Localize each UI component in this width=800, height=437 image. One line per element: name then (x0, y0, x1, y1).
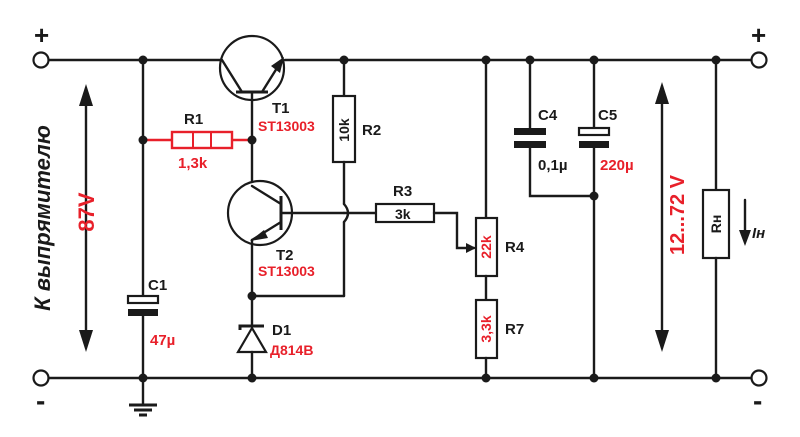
load-current-arrow (739, 198, 751, 246)
resistor-r3 (342, 202, 476, 253)
t1-value: ST13003 (258, 118, 315, 134)
output-voltage-arrow (655, 82, 669, 352)
output-plus-sign: + (751, 20, 766, 50)
transistor-t2 (226, 179, 346, 298)
input-voltage-value: 87V (74, 192, 99, 231)
resistor-r2 (250, 58, 357, 298)
r3-ref: R3 (393, 183, 412, 200)
input-plus-terminal (32, 51, 50, 69)
t1-ref: T1 (272, 100, 290, 117)
junction-dots (138, 55, 721, 383)
input-label: К выпрямителю (30, 125, 55, 311)
d1-value: Д814В (270, 342, 313, 358)
input-plus-sign: + (34, 20, 49, 50)
load-current-label: Iн (752, 225, 765, 242)
output-plus-terminal (750, 51, 768, 69)
r7-ref: R7 (505, 321, 524, 338)
input-minus-terminal (32, 369, 50, 387)
output-minus-sign: - (753, 385, 762, 416)
r7-value: 3,3k (478, 315, 494, 342)
r3-value: 3k (395, 206, 411, 222)
resistor-r1 (143, 130, 252, 150)
c4-ref: C4 (538, 107, 558, 124)
c5-value: 220µ (600, 157, 634, 174)
resistor-r7 (474, 274, 499, 380)
r1-ref: R1 (184, 111, 203, 128)
r2-value: 10k (336, 118, 352, 142)
input-voltage-arrow (79, 84, 93, 352)
c4-value: 0,1µ (538, 157, 568, 174)
d1-ref: D1 (272, 322, 291, 339)
input-minus-sign: - (36, 385, 45, 416)
c5-ref: C5 (598, 107, 617, 124)
output-voltage-value: 12...72 V (667, 174, 689, 255)
r2-ref: R2 (362, 122, 381, 139)
capacitor-c4 (514, 58, 596, 198)
output-minus-terminal (750, 369, 768, 387)
c1-value: 47µ (150, 332, 175, 349)
c1-ref: C1 (148, 277, 167, 294)
r1-value: 1,3k (178, 155, 208, 172)
t2-ref: T2 (276, 247, 294, 264)
capacitor-c5 (577, 58, 611, 380)
zener-diode-d1 (236, 294, 268, 380)
load-label: Rн (708, 215, 724, 234)
r4-value: 22k (478, 235, 494, 259)
load-resistor (701, 58, 731, 380)
r4-ref: R4 (505, 239, 525, 256)
t2-value: ST13003 (258, 263, 315, 279)
capacitor-c1 (126, 58, 160, 417)
